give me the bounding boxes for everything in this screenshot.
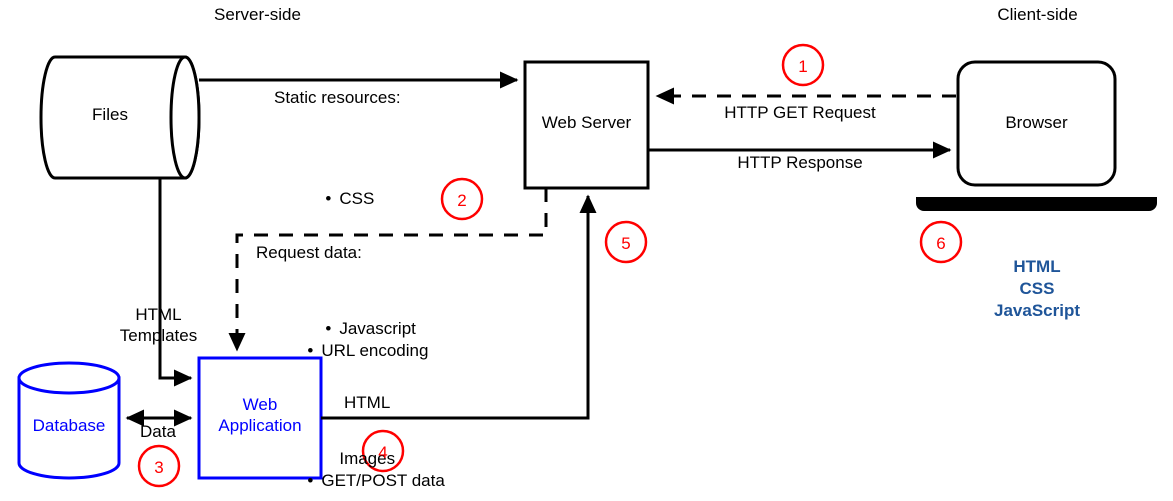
step-circle-2 (440, 177, 484, 221)
step-circle-5 (604, 220, 648, 264)
web-application-box-shape (197, 356, 323, 480)
step-number-4: 4 (378, 443, 388, 462)
request-data-heading: Request data: (256, 243, 362, 262)
step-number-1: 1 (798, 57, 808, 76)
step-circle-3 (137, 444, 181, 488)
edge-web-server-to-web-application-dashed (228, 188, 548, 352)
files-node-label: Files (92, 105, 128, 124)
web-application-node-label-line2: Application (218, 416, 302, 435)
client-tech-javascript: JavaScript (994, 301, 1080, 320)
html-templates-label-line1: HTML (135, 305, 182, 324)
client-tech-html: HTML (1013, 257, 1061, 276)
data-edge-label: Data (140, 422, 176, 441)
static-resources-item-2: Images (289, 420, 416, 498)
server-side-title: Server-side (214, 5, 301, 24)
bullet-dot-icon: • (325, 189, 332, 208)
web-server-box-shape (523, 60, 650, 190)
edge-files-to-web-application (158, 178, 193, 387)
bullet-dot-icon: • (325, 319, 332, 338)
edge-web-application-to-web-server (321, 194, 597, 420)
client-side-title: Client-side (997, 5, 1078, 24)
static-resources-list: •CSS •Javascript Images •other files (289, 108, 416, 501)
step-circle-1 (781, 43, 825, 87)
http-get-request-label: HTTP GET Request (724, 103, 876, 122)
client-tech-css: CSS (1019, 279, 1055, 298)
static-resources-item-0: •CSS (289, 160, 416, 238)
request-data-item-1: •GET/POST data (271, 442, 444, 501)
http-response-label: HTTP Response (737, 153, 863, 172)
request-data-list: •URL encoding •GET/POST data •Cookies (271, 260, 445, 501)
web-application-node-label-line1: Web (242, 395, 278, 414)
step-number-5: 5 (621, 234, 631, 253)
bullet-dot-icon: • (307, 471, 314, 490)
step-circle-6 (919, 220, 963, 264)
step-number-2: 2 (457, 191, 467, 210)
step-number-6: 6 (936, 234, 946, 253)
web-server-node-label: Web Server (541, 113, 632, 132)
html-templates-label-line2: Templates (119, 326, 198, 345)
browser-node-label: Browser (1005, 113, 1068, 132)
browser-stand-bar-shape (916, 197, 1157, 211)
step-number-3: 3 (154, 458, 164, 477)
static-resources-heading: Static resources: (274, 88, 401, 107)
database-cylinder-shape (17, 361, 121, 480)
browser-box-shape (956, 60, 1117, 187)
step-circle-4 (361, 429, 405, 473)
database-node-label: Database (32, 416, 106, 435)
html-edge-label: HTML (344, 393, 391, 412)
request-data-item-0: •URL encoding (271, 312, 445, 390)
files-cylinder-shape (39, 55, 201, 180)
static-resources-item-1: •Javascript (289, 290, 416, 368)
bullet-dot-icon: • (307, 341, 314, 360)
